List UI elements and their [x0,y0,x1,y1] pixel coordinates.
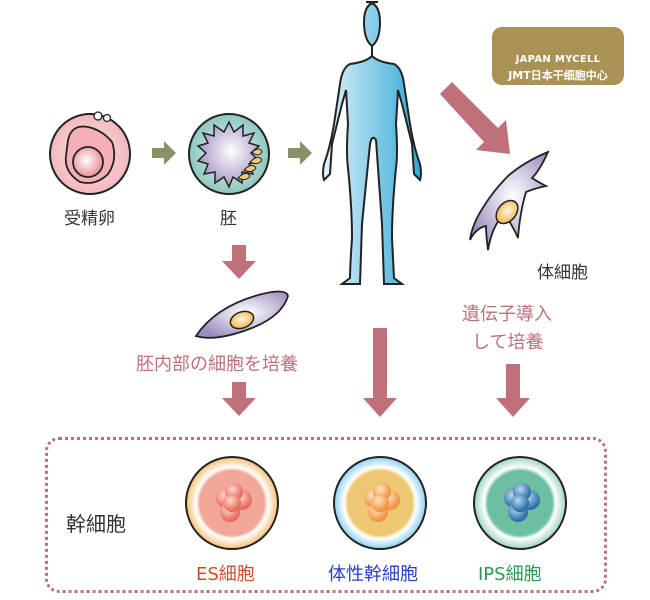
embryo-icon [188,113,270,195]
somatic-nucleus [495,199,519,225]
logo: JAPAN MYCELL JMT日本干细胞中心 [492,27,624,85]
label-inner-culture: 胚内部の細胞を培養 [136,354,298,375]
label-embryo: 胚 [220,209,237,229]
arrow-down-body [363,328,397,417]
arrow-right-1 [152,141,176,165]
logo-line2: JMT日本干细胞中心 [508,69,608,82]
stem-cell-title: 幹細胞 [66,512,126,536]
label-somatic-stem-cell: 体性幹細胞 [328,564,418,585]
human-body-icon [322,1,422,285]
es-cell-icon [185,456,279,550]
stem-cell-group [45,437,607,593]
arrow-down-embryo [222,245,256,279]
label-ips-cell: IPS細胞 [478,564,542,585]
arrow-down-ips [496,364,530,417]
label-gene-intro-1: 遺伝子導入 [462,304,552,325]
ips-cell-icon [473,456,567,550]
label-es-cell: ES細胞 [196,564,255,585]
logo-line1: JAPAN MYCELL [515,54,601,65]
somatic-stem-cell-icon [333,456,427,550]
label-fertilized-egg: 受精卵 [64,209,115,229]
label-gene-intro-2: して培養 [472,332,544,353]
label-somatic-cell: 体細胞 [537,263,588,283]
arrow-right-2 [288,141,312,165]
fertilized-egg-icon [49,111,131,195]
arrow-down-inner [222,382,256,416]
arrow-diagonal [440,82,510,154]
